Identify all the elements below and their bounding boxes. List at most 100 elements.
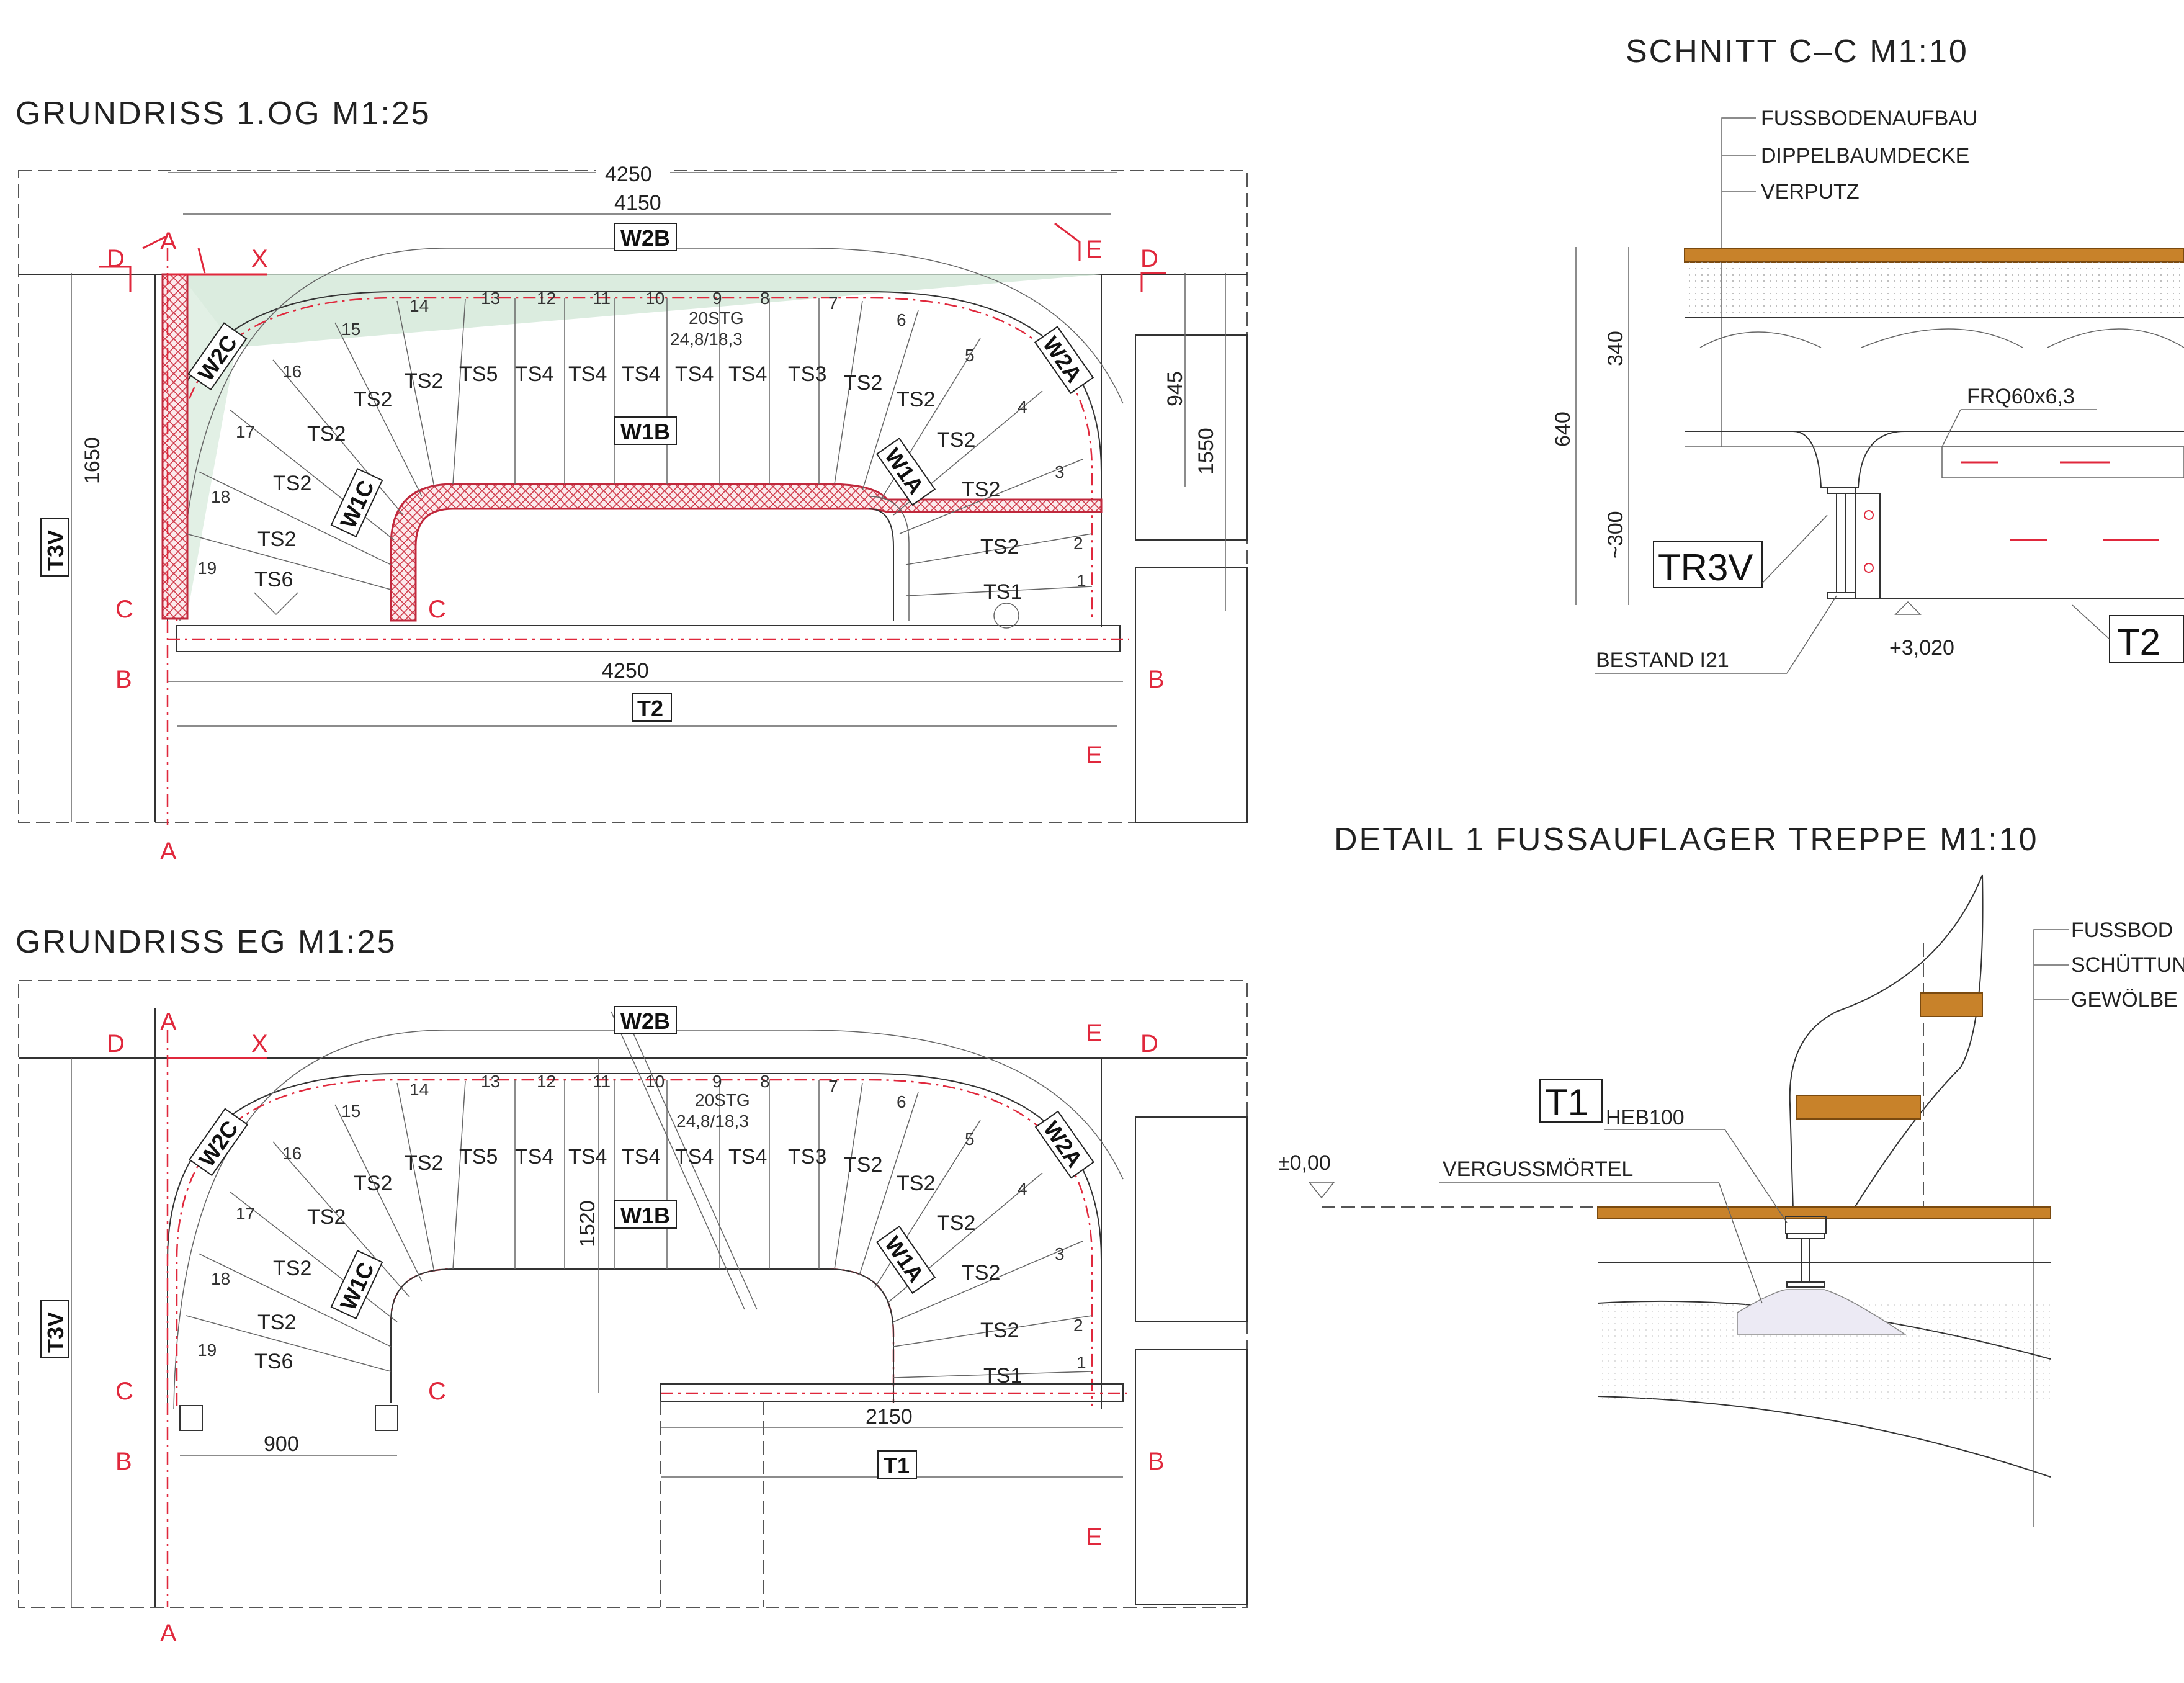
- wall-labels-ground: W2B W1B T1 W2C W1C W2A W1A: [40, 1006, 1094, 1479]
- stringer-wall-hatch: [161, 273, 189, 620]
- tread-upper: [1920, 992, 1983, 1017]
- dim-left: 1650: [81, 437, 104, 484]
- plan-upper-floor: GRUNDRISS 1.OG M1:25: [16, 96, 1248, 865]
- svg-text:8: 8: [760, 1072, 770, 1091]
- svg-text:TS4: TS4: [728, 1145, 767, 1169]
- svg-text:B: B: [115, 1448, 132, 1475]
- detail-layer-labels: FUSSBOD SCHÜTTUN GEWÖLBE: [2033, 918, 2184, 1527]
- existing-beam-label: BESTAND I21: [1596, 649, 1729, 672]
- svg-text:TS2: TS2: [307, 422, 346, 446]
- svg-text:B: B: [1148, 666, 1165, 693]
- svg-text:TS4: TS4: [622, 362, 660, 386]
- svg-text:6: 6: [897, 1092, 906, 1111]
- svg-text:16: 16: [282, 1144, 302, 1163]
- svg-text:9: 9: [712, 1072, 722, 1091]
- svg-text:SCHÜTTUN: SCHÜTTUN: [2071, 953, 2184, 977]
- svg-text:TS2: TS2: [844, 1153, 882, 1177]
- label-t1: T1: [884, 1453, 910, 1478]
- svg-text:TS3: TS3: [788, 362, 826, 386]
- svg-text:TS2: TS2: [897, 1172, 935, 1195]
- svg-text:D: D: [107, 1030, 125, 1057]
- svg-text:6: 6: [897, 310, 906, 330]
- svg-text:14: 14: [410, 1080, 429, 1099]
- svg-text:4: 4: [1018, 397, 1027, 416]
- dim-total-640: 640: [1551, 411, 1575, 447]
- svg-text:11: 11: [593, 1072, 611, 1091]
- svg-text:TS2: TS2: [962, 1261, 1000, 1285]
- svg-text:16: 16: [282, 362, 302, 381]
- svg-text:TS2: TS2: [937, 1211, 975, 1235]
- section-mark-e: E: [1086, 236, 1103, 263]
- svg-text:14: 14: [410, 296, 429, 315]
- dim-bottom: 4250: [602, 659, 649, 683]
- svg-text:5: 5: [965, 346, 975, 365]
- svg-text:8: 8: [760, 289, 770, 308]
- svg-text:TS5: TS5: [459, 362, 498, 386]
- svg-text:10: 10: [645, 289, 665, 308]
- svg-text:TS2: TS2: [354, 1172, 392, 1195]
- svg-text:17: 17: [236, 1204, 255, 1223]
- svg-text:TS2: TS2: [273, 472, 311, 495]
- svg-text:C: C: [115, 1378, 133, 1405]
- label-t3v: T3V: [43, 530, 68, 571]
- svg-text:TS2: TS2: [405, 1151, 443, 1175]
- tag-t2: T2: [2117, 621, 2160, 663]
- svg-text:W2B: W2B: [620, 1008, 670, 1034]
- profile-frq: FRQ60x6,3: [1967, 385, 2075, 408]
- tag-tr3v: TR3V: [1658, 547, 1753, 588]
- svg-text:T3V: T3V: [43, 1312, 68, 1353]
- svg-text:TS2: TS2: [257, 1311, 296, 1334]
- label-w2b: W2B: [620, 225, 670, 251]
- svg-text:E: E: [1086, 1524, 1103, 1551]
- dim-right-total: 1550: [1194, 428, 1218, 475]
- svg-text:1: 1: [1076, 571, 1086, 590]
- svg-text:17: 17: [236, 422, 255, 441]
- svg-text:TS2: TS2: [844, 371, 882, 395]
- dim-inner: 4150: [614, 191, 661, 215]
- svg-text:TS2: TS2: [354, 388, 392, 411]
- svg-text:15: 15: [341, 320, 360, 339]
- section-mark-a: A: [160, 228, 177, 255]
- svg-text:TS2: TS2: [897, 388, 935, 411]
- svg-text:4: 4: [1018, 1179, 1027, 1198]
- svg-text:9: 9: [712, 289, 722, 308]
- svg-text:FUSSBOD: FUSSBOD: [2071, 918, 2173, 942]
- tread-lower: [1796, 1095, 1921, 1120]
- floor-layer: [1684, 248, 2184, 263]
- grout-label: VERGUSSMÖRTEL: [1443, 1157, 1633, 1181]
- svg-text:A: A: [160, 1620, 177, 1647]
- svg-text:C: C: [428, 1378, 446, 1405]
- detail-1-title: DETAIL 1 FUSSAUFLAGER TREPPE M1:10: [1334, 822, 2039, 858]
- step-numbers-upper: 1 2 3 4 5 6 7 8 9 10 11 12 13 14 15 16 1…: [197, 289, 1086, 590]
- svg-text:TS4: TS4: [515, 1145, 553, 1169]
- svg-text:TS2: TS2: [405, 369, 443, 393]
- svg-text:D: D: [1140, 245, 1158, 272]
- svg-text:D: D: [1140, 1030, 1158, 1057]
- svg-text:TS4: TS4: [515, 362, 553, 386]
- svg-text:TS2: TS2: [962, 478, 1000, 501]
- tread-lines-ground: [186, 1011, 1093, 1378]
- svg-text:TS1: TS1: [983, 580, 1022, 604]
- step-numbers-ground: 1 2 3 4 5 6 7 8 9 10 11 12 13 14 15 16 1…: [197, 1072, 1086, 1372]
- dim-opening: 2150: [866, 1405, 913, 1429]
- stair-note-count: 20STG: [689, 308, 744, 328]
- svg-text:24,8/18,3: 24,8/18,3: [676, 1111, 749, 1131]
- dim-upper-340: 340: [1604, 331, 1627, 366]
- svg-text:12: 12: [537, 1072, 556, 1091]
- svg-text:13: 13: [481, 1072, 500, 1091]
- svg-text:3: 3: [1055, 462, 1065, 482]
- svg-text:FUSSBODENAUFBAU: FUSSBODENAUFBAU: [1761, 107, 1978, 130]
- svg-text:TS4: TS4: [568, 1145, 607, 1169]
- label-t2: T2: [637, 696, 663, 721]
- section-cc: SCHNITT C–C M1:10 FUSSBODENAUFBAU DIPPEL…: [1551, 34, 2184, 674]
- dim-overall: 4250: [605, 163, 652, 186]
- dimensions-upper: 4250 4150 4250 1650 9 4 5 1550: [71, 163, 1226, 822]
- svg-text:13: 13: [481, 289, 500, 308]
- svg-text:B: B: [1148, 1448, 1165, 1475]
- stair-note-ratio: 24,8/18,3: [670, 330, 743, 349]
- section-mark-c: C: [115, 596, 133, 623]
- svg-text:7: 7: [828, 294, 838, 313]
- svg-text:11: 11: [593, 289, 611, 308]
- section-mark-b: B: [115, 666, 132, 693]
- svg-text:TS6: TS6: [254, 1350, 293, 1373]
